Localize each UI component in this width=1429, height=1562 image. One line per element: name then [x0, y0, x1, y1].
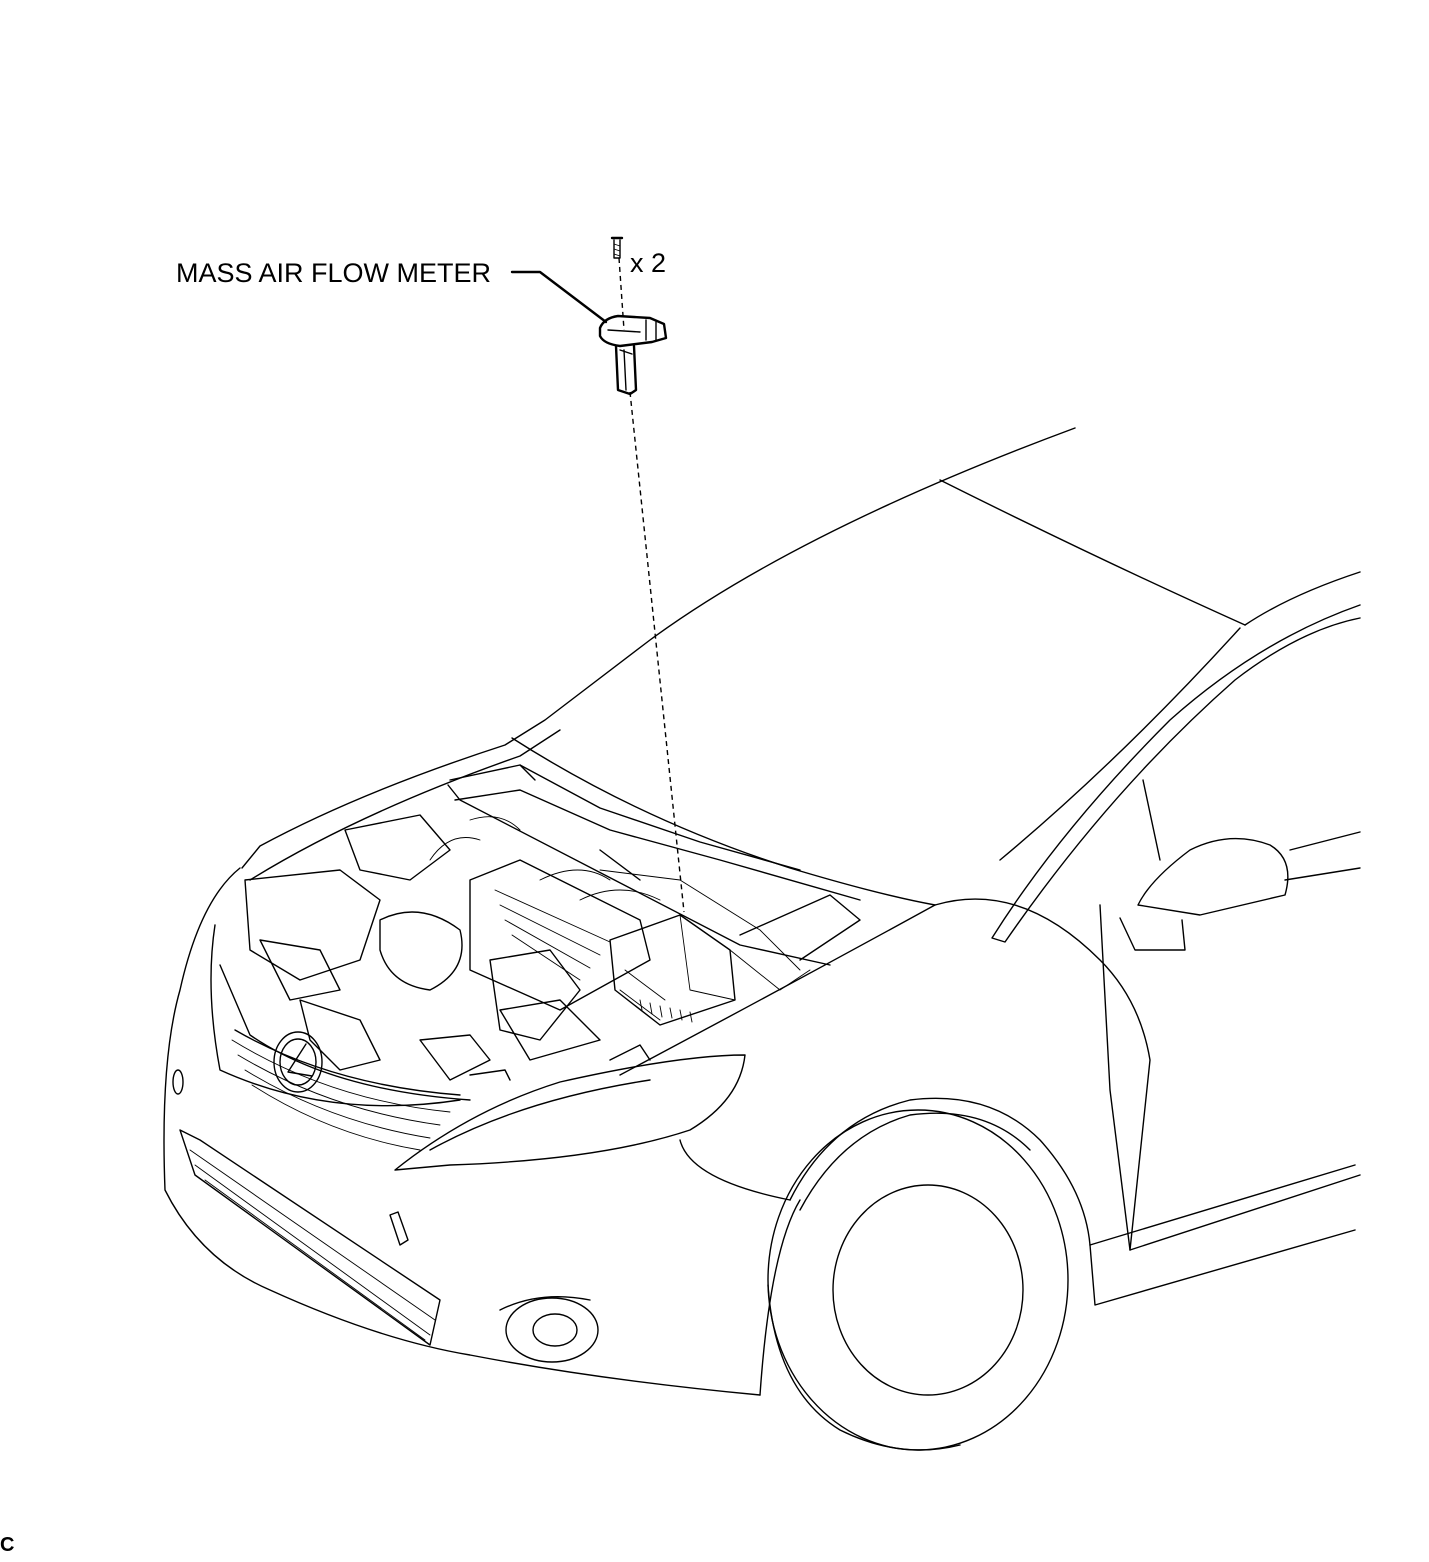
- mass-air-flow-meter-icon: [598, 314, 668, 396]
- bolt-quantity-label: x 2: [630, 248, 667, 278]
- leader-line: [510, 270, 608, 324]
- vehicle-front-icon: [163, 427, 1361, 1451]
- bolt-icon: [610, 236, 624, 259]
- figure-code-label: C: [0, 1534, 15, 1556]
- mass-air-flow-meter-label: MASS AIR FLOW METER: [176, 258, 492, 288]
- lexus-emblem-icon: [273, 1031, 323, 1093]
